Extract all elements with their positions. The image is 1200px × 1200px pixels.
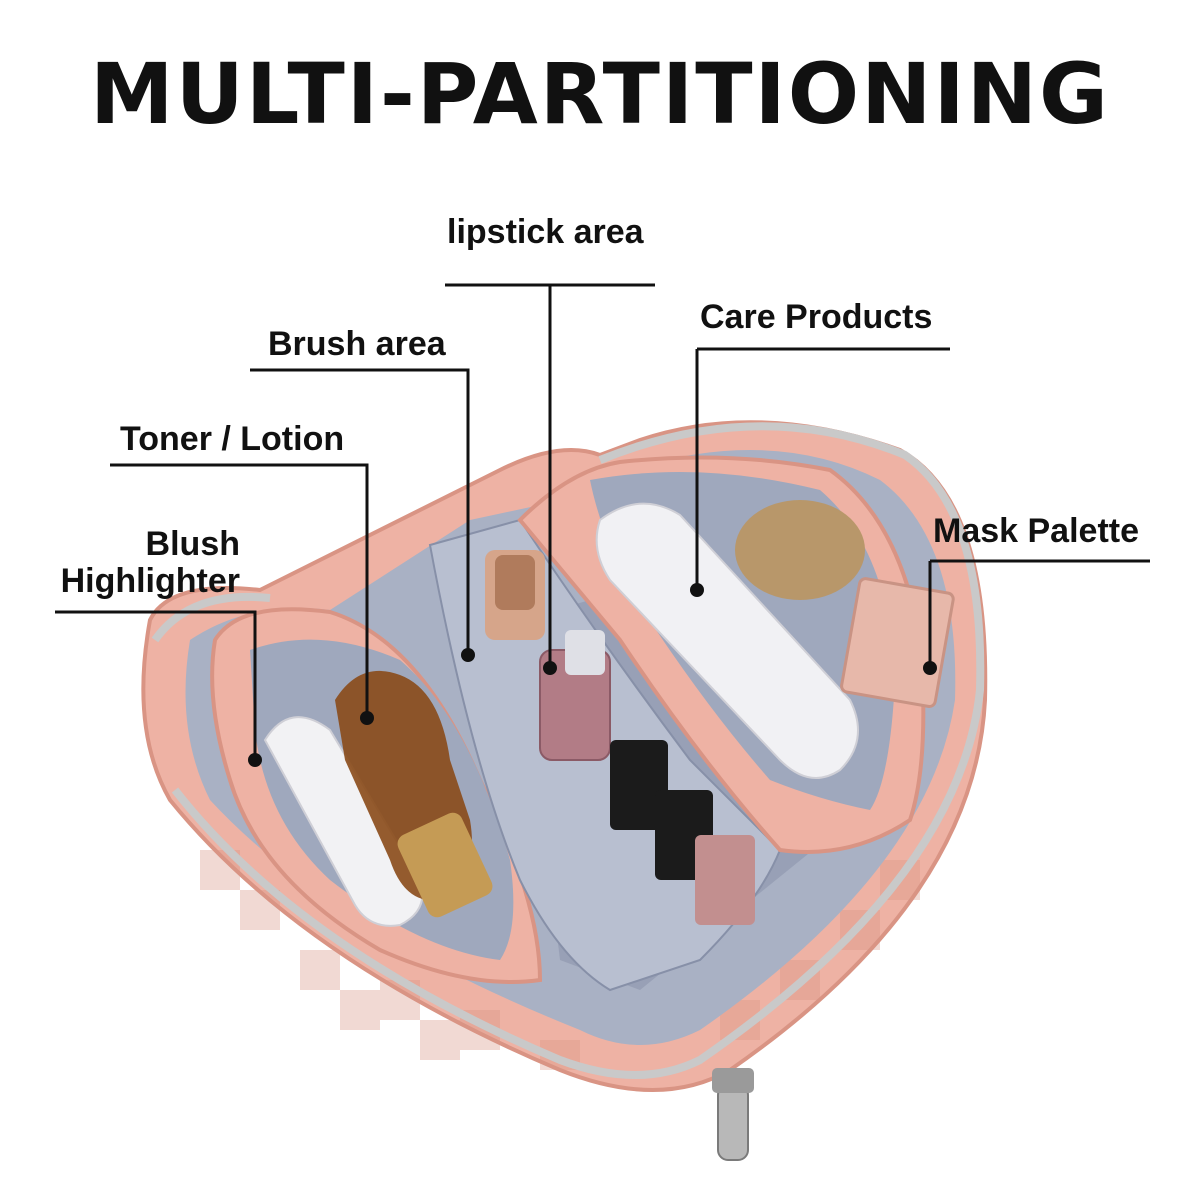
dot-care: [690, 583, 704, 597]
label-blush-highlighter: Blush Highlighter: [52, 525, 240, 601]
label-blush: Blush: [145, 525, 240, 563]
dot-lipstick: [543, 661, 557, 675]
mask-palette: [840, 577, 955, 709]
leader-brush: [250, 368, 470, 655]
dot-toner: [360, 711, 374, 725]
leader-mask: [928, 559, 1150, 668]
dot-blush: [248, 753, 262, 767]
leader-lipstick: [445, 283, 655, 668]
page-title: MULTI-PARTITIONING: [90, 45, 1110, 143]
label-toner-lotion: Toner / Lotion: [120, 420, 345, 458]
lipstick-1: [610, 740, 668, 830]
label-mask-palette: Mask Palette: [933, 512, 1139, 550]
callout-dots: [248, 583, 937, 767]
leader-toner: [110, 463, 369, 718]
label-care-products: Care Products: [700, 298, 933, 336]
cream-jar: [735, 500, 865, 600]
leader-care: [695, 347, 950, 590]
label-highlighter: Highlighter: [60, 562, 240, 601]
dot-brush: [461, 648, 475, 662]
perfume-cap: [495, 555, 535, 610]
label-brush-area: Brush area: [268, 325, 446, 363]
label-lipstick-area: lipstick area: [447, 213, 644, 251]
zipper-pull: [717, 1084, 749, 1161]
lipstick-3: [695, 835, 755, 925]
zipper-rim: [151, 422, 985, 1079]
leader-blush: [55, 610, 257, 760]
callout-lines: [55, 283, 1150, 760]
zipper-pull-slider: [712, 1068, 754, 1093]
white-tube-care: [595, 502, 859, 779]
perfume-pink-cap: [565, 630, 605, 675]
dot-mask: [923, 661, 937, 675]
gold-cap: [397, 812, 493, 918]
white-bottle-left: [263, 716, 424, 927]
